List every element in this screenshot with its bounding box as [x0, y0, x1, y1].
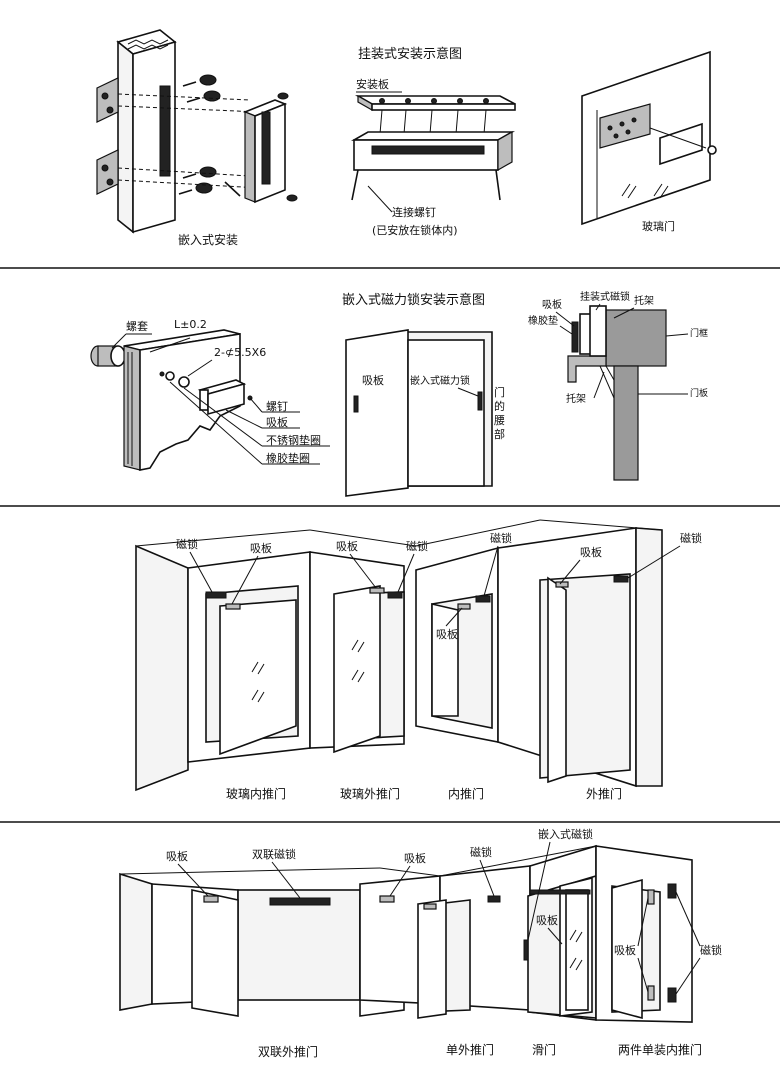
d-armature-label: 吸板 — [542, 298, 562, 311]
s3-plate-label-4: 吸板 — [580, 545, 602, 559]
s4-caption-single-out: 单外推门 — [446, 1042, 494, 1057]
sleeve-label: 螺套 — [126, 320, 148, 333]
embedded-lock-label: 嵌入式磁力锁 — [410, 374, 470, 387]
hanging-install-title: 挂装式安装示意图 — [358, 46, 462, 62]
glass-door-illustration: 玻璃门 — [581, 50, 717, 233]
glass-door-caption: 玻璃门 — [642, 219, 675, 233]
s3-caption-glass-out: 玻璃外推门 — [340, 786, 400, 801]
s3-lock-label-1: 磁锁 — [176, 537, 198, 551]
hanging-install-illustration: 挂装式安装示意图 安装板 连接螺钉 (已安放在锁体内) — [350, 46, 516, 237]
rubber-washer-label: 橡胶垫圈 — [266, 451, 310, 465]
embedded-door-illustration: 嵌入式磁力锁安装示意图 吸板 嵌入式磁力锁 门 的 腰 部 — [342, 292, 505, 497]
s4-embedded-lock-label: 嵌入式磁锁 — [538, 827, 593, 841]
door-waist-char-3: 腰 — [494, 414, 505, 427]
door-waist-char-2: 的 — [494, 399, 505, 413]
screw-label: 螺钉 — [266, 400, 288, 413]
s3-plate-label-2: 吸板 — [336, 539, 358, 553]
s3-lock-label-2: 磁锁 — [406, 539, 428, 553]
embedded-detail-illustration: 螺套 L±0.2 2-⊄5.5X6 螺钉 吸板 不锈钢垫圈 — [90, 318, 330, 471]
placed-in-lock-note: (已安放在锁体内) — [372, 223, 458, 237]
hole-spec-label: 2-⊄5.5X6 — [214, 346, 266, 359]
door-armature-label: 吸板 — [362, 373, 384, 387]
d-door-frame-label: 门框 — [690, 327, 708, 339]
s4-plate-label-1: 吸板 — [166, 849, 188, 863]
s4-plate-label-4: 吸板 — [614, 943, 636, 957]
s4-lock-label-1: 磁锁 — [470, 845, 492, 859]
s3-lock-label-4: 磁锁 — [680, 531, 702, 545]
s4-plate-label-3: 吸板 — [536, 913, 558, 927]
s4-lock-label-2: 磁锁 — [700, 943, 722, 957]
s3-caption-in: 内推门 — [448, 786, 484, 801]
d-rubber-pad-label: 橡胶垫 — [528, 314, 558, 327]
mount-plate-label: 安装板 — [356, 77, 389, 91]
s3-plate-label-3: 吸板 — [436, 627, 458, 641]
s3-plate-label-1: 吸板 — [250, 541, 272, 555]
door-types-row-3: 磁锁 吸板 吸板 磁锁 磁锁 吸板 吸板 磁锁 玻璃内推门 玻璃外推门 内推门 … — [135, 519, 702, 801]
door-waist-char-4: 部 — [494, 427, 505, 441]
s4-caption-double-out: 双联外推门 — [258, 1044, 318, 1059]
armature-label: 吸板 — [266, 415, 288, 429]
door-waist-char-1: 门 — [494, 385, 505, 399]
s4-double-lock-label: 双联磁锁 — [252, 847, 296, 861]
d-door-leaf-label: 门板 — [690, 387, 708, 399]
steel-washer-label: 不锈钢垫圈 — [266, 433, 321, 447]
s3-caption-out: 外推门 — [586, 786, 622, 801]
tolerance-label: L±0.2 — [174, 318, 207, 331]
bracket-detail-illustration: 吸板 挂装式磁锁 托架 橡胶垫 门框 托架 门板 — [528, 290, 708, 481]
embedded-install-illustration: 嵌入式安装 — [96, 29, 298, 247]
s4-caption-two-single-in: 两件单装内推门 — [618, 1042, 702, 1057]
s3-lock-label-3: 磁锁 — [490, 531, 512, 545]
s4-caption-sliding: 滑门 — [532, 1042, 556, 1057]
s3-caption-glass-in: 玻璃内推门 — [226, 786, 286, 801]
connect-screw-label: 连接螺钉 — [392, 206, 436, 219]
embedded-title: 嵌入式磁力锁安装示意图 — [342, 292, 485, 308]
s4-plate-label-2: 吸板 — [404, 851, 426, 865]
d-bracket-top-label: 托架 — [634, 294, 654, 307]
embedded-install-caption: 嵌入式安装 — [178, 232, 238, 247]
d-bracket-bottom-label: 托架 — [566, 392, 586, 405]
d-hanging-lock-label: 挂装式磁锁 — [580, 290, 630, 303]
door-types-row-4: 吸板 双联磁锁 吸板 磁锁 嵌入式磁锁 吸板 吸板 磁锁 双联外推门 单外推门 … — [119, 827, 722, 1059]
